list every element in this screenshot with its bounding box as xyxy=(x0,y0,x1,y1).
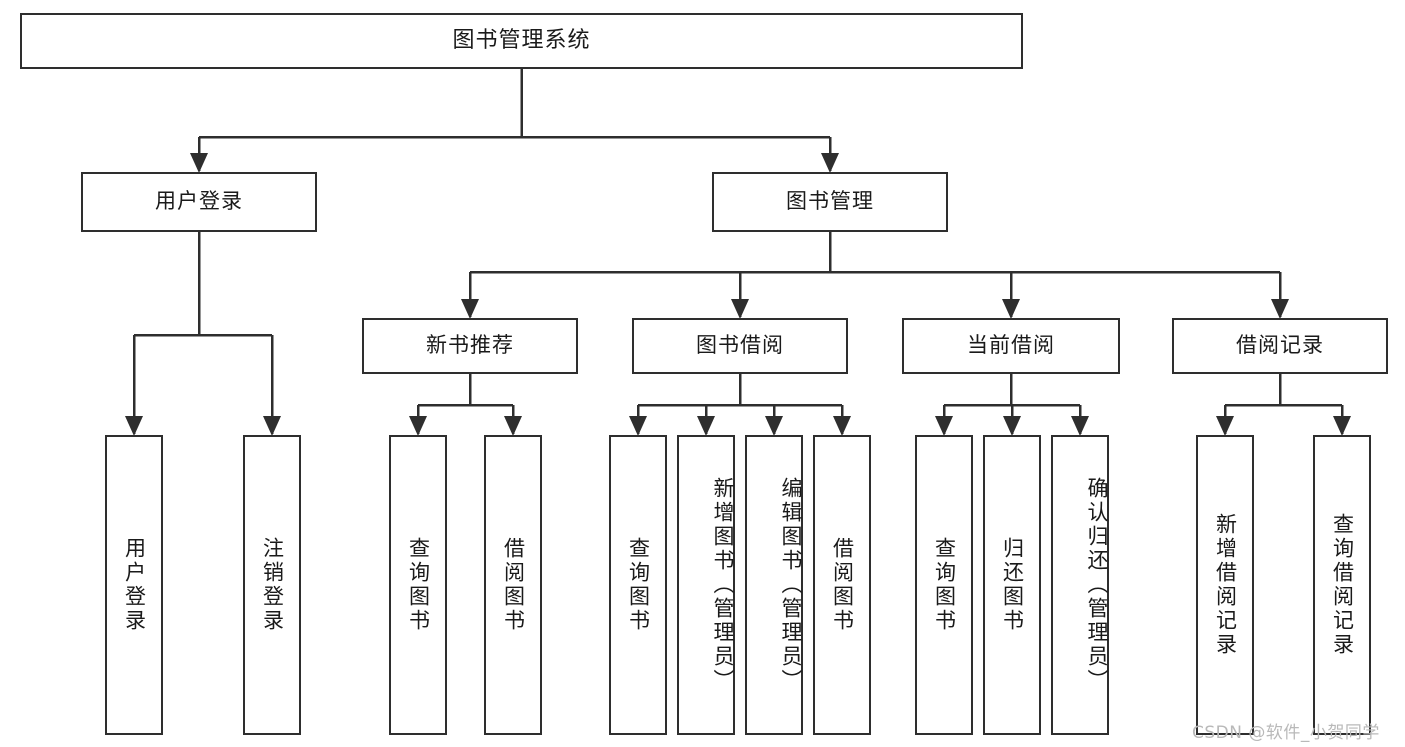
node-borrow-record[interactable]: 借阅记录 xyxy=(1172,318,1388,374)
leaf-record-add[interactable]: 新增借阅记录 xyxy=(1196,435,1254,735)
node-book-manage-label: 图书管理 xyxy=(786,189,874,214)
node-book-borrow[interactable]: 图书借阅 xyxy=(632,318,848,374)
leaf-current-query-book[interactable]: 查询图书 xyxy=(915,435,973,735)
leaf-user-logout-label: 注销登录 xyxy=(260,537,285,633)
node-user-login[interactable]: 用户登录 xyxy=(81,172,317,232)
node-book-manage[interactable]: 图书管理 xyxy=(712,172,948,232)
leaf-recommend-borrow-book[interactable]: 借阅图书 xyxy=(484,435,542,735)
leaf-current-return-book-label: 归还图书 xyxy=(1000,537,1025,633)
leaf-user-logout[interactable]: 注销登录 xyxy=(243,435,301,735)
leaf-borrow-edit-book[interactable]: 编辑图书（管理员） xyxy=(745,435,803,735)
leaf-borrow-query-book-label: 查询图书 xyxy=(626,537,651,633)
leaf-borrow-query-book[interactable]: 查询图书 xyxy=(609,435,667,735)
leaf-current-confirm-return[interactable]: 确认归还（管理员） xyxy=(1051,435,1109,735)
leaf-borrow-add-book[interactable]: 新增图书（管理员） xyxy=(677,435,735,735)
leaf-current-return-book[interactable]: 归还图书 xyxy=(983,435,1041,735)
node-borrow-record-label: 借阅记录 xyxy=(1236,333,1324,358)
node-user-login-label: 用户登录 xyxy=(155,189,243,214)
node-book-borrow-label: 图书借阅 xyxy=(696,333,784,358)
node-current-borrow-label: 当前借阅 xyxy=(967,333,1055,358)
leaf-recommend-borrow-book-label: 借阅图书 xyxy=(501,537,526,633)
leaf-record-query-label: 查询借阅记录 xyxy=(1330,513,1355,657)
node-root[interactable]: 图书管理系统 xyxy=(20,13,1023,69)
node-new-book-recommend-label: 新书推荐 xyxy=(426,333,514,358)
leaf-user-login[interactable]: 用户登录 xyxy=(105,435,163,735)
node-root-label: 图书管理系统 xyxy=(452,27,591,53)
node-new-book-recommend[interactable]: 新书推荐 xyxy=(362,318,578,374)
leaf-borrow-borrow-book[interactable]: 借阅图书 xyxy=(813,435,871,735)
leaf-borrow-edit-book-label: 编辑图书（管理员） xyxy=(779,477,803,693)
leaf-recommend-query-book[interactable]: 查询图书 xyxy=(389,435,447,735)
leaf-current-query-book-label: 查询图书 xyxy=(932,537,957,633)
leaf-borrow-add-book-label: 新增图书（管理员） xyxy=(711,477,735,693)
leaf-user-login-label: 用户登录 xyxy=(122,537,147,633)
leaf-record-add-label: 新增借阅记录 xyxy=(1213,513,1238,657)
node-current-borrow[interactable]: 当前借阅 xyxy=(902,318,1120,374)
leaf-current-confirm-return-label: 确认归还（管理员） xyxy=(1085,477,1109,693)
leaf-borrow-borrow-book-label: 借阅图书 xyxy=(830,537,855,633)
leaf-record-query[interactable]: 查询借阅记录 xyxy=(1313,435,1371,735)
leaf-recommend-query-book-label: 查询图书 xyxy=(406,537,431,633)
